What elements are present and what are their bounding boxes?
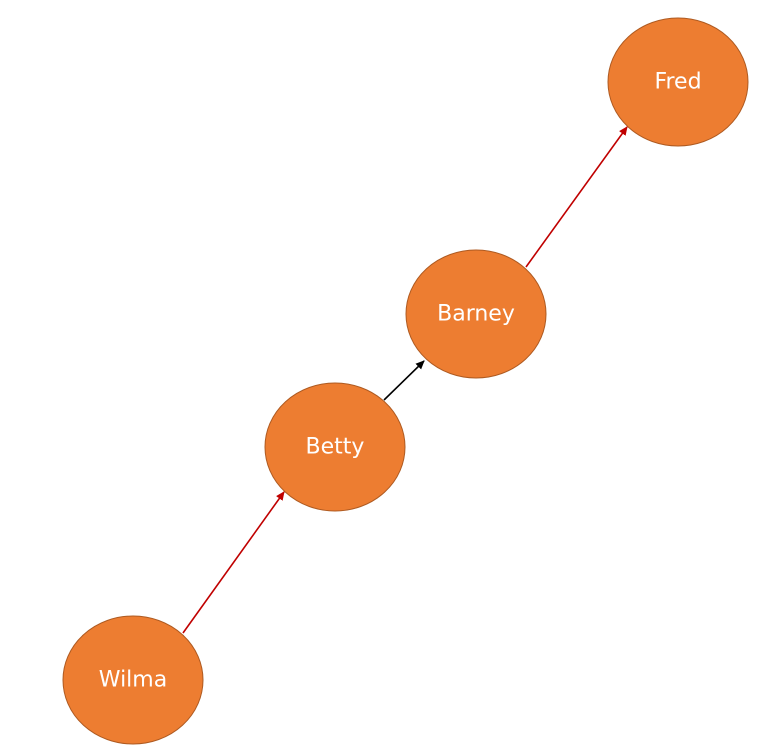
node-betty: Betty: [264, 382, 406, 512]
node-wilma-label: Wilma: [99, 668, 167, 693]
edge-wilma-to-betty: [182, 491, 285, 634]
node-wilma-shape: [62, 615, 204, 745]
edge-barney-to-fred: [525, 126, 628, 268]
node-barney-label: Barney: [437, 302, 515, 327]
node-barney: Barney: [405, 249, 547, 379]
node-barney-shape: [405, 249, 547, 379]
node-betty-label: Betty: [306, 435, 365, 460]
node-fred-shape: [607, 17, 749, 147]
node-fred-label: Fred: [654, 70, 701, 95]
node-betty-shape: [264, 382, 406, 512]
node-fred: Fred: [607, 17, 749, 147]
edge-betty-to-barney: [383, 360, 425, 401]
node-wilma: Wilma: [62, 615, 204, 745]
